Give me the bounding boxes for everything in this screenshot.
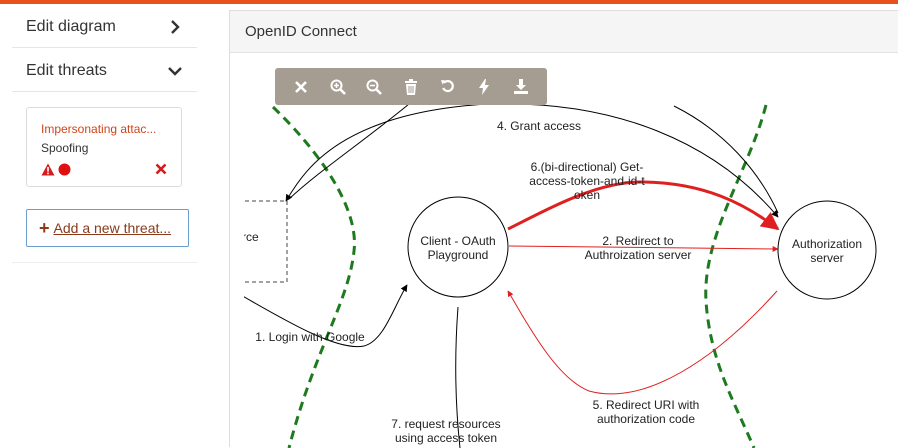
flow-login-google-label: 1. Login with Google xyxy=(255,330,365,344)
diagram-panel: OpenID Connect rce xyxy=(229,10,898,448)
flow-get-token-label-3: oken xyxy=(574,188,600,202)
trust-boundary-right[interactable] xyxy=(704,104,768,448)
undo-icon[interactable] xyxy=(436,75,460,99)
zoom-in-icon[interactable] xyxy=(326,75,350,99)
add-threat-button[interactable]: + Add a new threat... xyxy=(26,209,189,247)
auth-server-label-2: server xyxy=(810,251,843,265)
flow-redirect-auth-line[interactable] xyxy=(508,245,779,252)
flow-get-token-line[interactable] xyxy=(507,180,780,231)
flow-grant-access-line[interactable] xyxy=(285,102,535,202)
auth-server-label-1: Authorization xyxy=(792,237,862,251)
client-node-label-1: Client - OAuth xyxy=(420,234,495,248)
chevron-down-icon xyxy=(167,63,183,79)
resource-store-node[interactable] xyxy=(244,200,288,283)
warning-icon xyxy=(41,163,55,181)
auth-server-node[interactable] xyxy=(777,200,877,300)
delete-threat-icon[interactable] xyxy=(155,162,167,180)
flow-request-resources-label-1: 7. request resources xyxy=(391,417,500,431)
flow-redirect-auth-label-2: Authroization server xyxy=(585,248,692,262)
threat-type: Spoofing xyxy=(41,141,89,155)
flow-login-google-line[interactable] xyxy=(244,284,408,348)
diagram-svg[interactable]: rce Client - OAuth Playground Authorizat… xyxy=(244,61,898,448)
diagram-canvas[interactable]: rce Client - OAuth Playground Authorizat… xyxy=(244,61,898,448)
flow-request-resources-label-2: using access token xyxy=(395,431,497,445)
edit-threats-toggle[interactable]: Edit threats xyxy=(12,50,197,92)
chevron-right-icon xyxy=(167,19,183,35)
trash-icon[interactable] xyxy=(399,75,423,99)
edit-diagram-toggle[interactable]: Edit diagram xyxy=(12,6,197,48)
download-icon[interactable] xyxy=(509,75,533,99)
client-node-label-2: Playground xyxy=(428,248,489,262)
diagram-toolbar xyxy=(275,68,547,105)
client-node[interactable] xyxy=(407,196,509,298)
flow-to-auth-top[interactable] xyxy=(493,103,779,218)
flow-request-resources-line[interactable] xyxy=(455,306,461,448)
trust-boundary-left[interactable] xyxy=(271,105,356,448)
flow-redirect-uri-line[interactable] xyxy=(507,290,778,395)
left-divider xyxy=(12,262,198,263)
severity-dot-icon xyxy=(58,163,71,181)
flow-redirect-uri-label-1: 5. Redirect URI with xyxy=(593,398,700,412)
flow-redirect-uri-label-2: authorization code xyxy=(597,412,695,426)
panel-title: OpenID Connect xyxy=(230,11,898,53)
plus-icon: + xyxy=(39,218,50,238)
flow-grant-access-line-2[interactable] xyxy=(288,103,410,200)
edit-threats-label: Edit threats xyxy=(26,61,107,79)
flow-get-token-label-1: 6.(bi-directional) Get- xyxy=(531,160,644,174)
flow-get-token-label-2: access-token-and-id-t xyxy=(529,174,645,188)
flow-to-auth-top-2[interactable] xyxy=(673,105,779,214)
top-accent-bar xyxy=(0,0,898,4)
close-icon[interactable] xyxy=(289,75,313,99)
resource-store-label: rce xyxy=(244,230,259,244)
threat-card[interactable]: Impersonating attac... Spoofing xyxy=(26,107,182,187)
add-threat-label: Add a new threat... xyxy=(53,220,172,236)
edit-diagram-label: Edit diagram xyxy=(26,17,116,35)
flow-redirect-auth-label-1: 2. Redirect to xyxy=(602,234,674,248)
threat-title[interactable]: Impersonating attac... xyxy=(41,122,157,136)
flow-grant-access-label: 4. Grant access xyxy=(497,119,581,133)
lightning-icon[interactable] xyxy=(472,75,496,99)
left-panel: Edit diagram Edit threats Impersonating … xyxy=(0,4,210,447)
zoom-out-icon[interactable] xyxy=(362,75,386,99)
